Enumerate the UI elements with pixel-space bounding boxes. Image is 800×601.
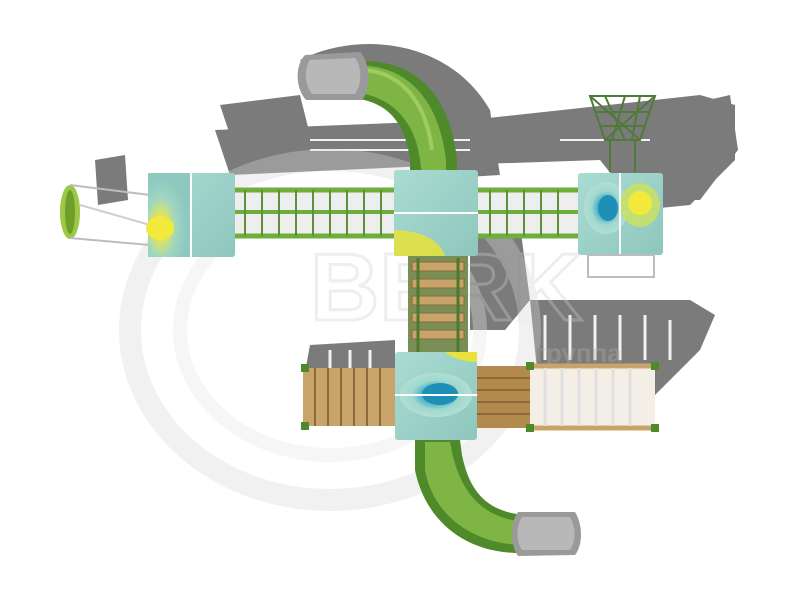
watermark-sub-text: группа (535, 338, 622, 368)
left-rope-bridge (232, 187, 398, 239)
right-rope-bridge (478, 187, 578, 239)
lower-tube-slide (415, 440, 581, 556)
lower-left-wood-deck (301, 364, 396, 430)
brand-watermark: BERK группа (119, 149, 622, 511)
central-wood-ladder (408, 255, 468, 355)
right-tower-roof (578, 173, 663, 278)
left-tower-roof (146, 173, 235, 257)
watermark-swoosh (119, 149, 541, 511)
climbing-net (588, 95, 657, 172)
central-tower-roof (394, 170, 478, 256)
lower-tower-roof (395, 352, 477, 440)
left-spin-element (60, 184, 151, 246)
lower-right-railing-bridge (526, 362, 659, 432)
upper-tube-slide (297, 52, 457, 178)
lower-middle-deck (476, 366, 530, 428)
